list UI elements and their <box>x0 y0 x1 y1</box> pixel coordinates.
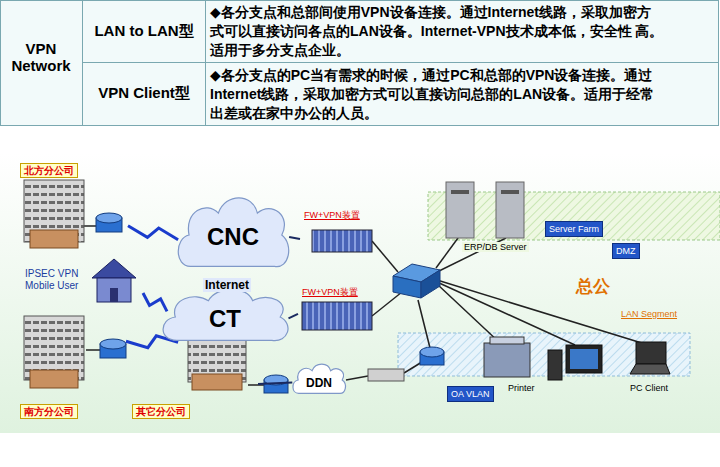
office-label: 其它分公司 <box>132 404 190 419</box>
diagram-ground <box>0 153 720 433</box>
tag-label: OA VLAN <box>447 386 494 402</box>
table-cell-text: ◆各分支点和总部间使用VPN设备连接。通过Internet线路，采取加密方 式可… <box>210 3 716 60</box>
servers <box>446 182 524 238</box>
cloud-outline <box>178 198 288 267</box>
pc-screen <box>570 349 598 369</box>
diagram-label: ERP/DB Server <box>462 242 529 252</box>
firewall-device <box>312 230 372 252</box>
pc-monitor <box>566 345 602 373</box>
wire <box>437 282 575 345</box>
lan-band <box>398 333 690 376</box>
diagram-label: 总公 <box>576 275 610 298</box>
network-cloud: CT <box>156 282 294 352</box>
laptop-screen <box>636 342 666 364</box>
cloud-label: CNC <box>207 223 259 251</box>
house-door <box>110 288 118 302</box>
segment-tag: OA VLAN <box>447 386 494 402</box>
link-line <box>289 314 299 319</box>
office-label: 北方分公司 <box>20 163 78 178</box>
wire <box>372 241 398 272</box>
wire <box>437 284 500 343</box>
server-slot <box>451 190 469 194</box>
lightning-link <box>128 226 178 240</box>
tag-label: Server Farm <box>545 221 603 237</box>
network-cloud: CNC <box>172 188 294 282</box>
switch <box>393 264 440 298</box>
cloud-outline <box>163 289 288 340</box>
office-desks <box>30 370 78 388</box>
table-cell <box>206 1 719 63</box>
wire <box>404 362 422 373</box>
pc-tower <box>548 350 562 380</box>
server-slot <box>501 190 519 194</box>
wires <box>84 226 645 385</box>
router-top <box>96 213 122 223</box>
table-cell <box>206 63 719 126</box>
laptop-base <box>630 364 670 374</box>
network-cloud: DDN <box>290 360 348 400</box>
user-label: IPSEC VPN Mobile User <box>25 268 89 292</box>
table-cell <box>1 1 83 126</box>
diagram-label: Internet <box>203 278 251 292</box>
printer <box>484 343 530 377</box>
link-line <box>258 382 292 384</box>
branch-office: 北方分公司 <box>18 163 128 258</box>
switch-side <box>421 270 440 298</box>
cloud-outline <box>293 364 346 393</box>
segment-tag: Server Farm <box>545 221 603 237</box>
table-cell-text: VPN Network <box>6 40 76 74</box>
wire <box>86 349 100 351</box>
cloud-label: CT <box>209 305 241 333</box>
branch-office: 南方分公司 <box>18 308 126 419</box>
segment-tag: DMZ <box>612 243 640 259</box>
printer-tray <box>490 337 524 344</box>
office-desks <box>30 230 78 248</box>
device-label: FW+VPN装置 <box>304 209 360 221</box>
firewall-device <box>302 302 372 330</box>
firewall-node: FW+VPN装置 <box>298 284 376 332</box>
house-roof <box>92 259 136 278</box>
server-tower <box>496 182 524 238</box>
office-desks <box>192 374 242 390</box>
cloud-label: DDN <box>306 376 332 390</box>
table-cell <box>83 1 206 63</box>
house <box>92 259 136 302</box>
table-cell-text: LAN to LAN型 <box>86 22 202 41</box>
wire <box>372 292 402 316</box>
branch-office: 其它分公司 <box>130 322 258 419</box>
wire <box>346 376 368 380</box>
office-label: 南方分公司 <box>20 404 78 419</box>
house-body <box>97 278 131 302</box>
table-cell-text: VPN Client型 <box>86 84 202 103</box>
firewall-node: FW+VPN装置 <box>300 207 376 254</box>
wire <box>418 300 430 348</box>
server-tower <box>446 182 474 238</box>
diagram-label: LAN Segment <box>621 309 677 319</box>
diagram-label: Printer <box>508 383 535 393</box>
table-cell <box>83 63 206 126</box>
wire <box>437 280 645 344</box>
mobile-user-node: IPSEC VPN Mobile User <box>25 256 143 306</box>
table-cell-text: ◆各分支点的PC当有需求的时候，通过PC和总部的VPN设备连接。通过 Inter… <box>210 66 716 123</box>
diagram-label: PC Client <box>630 383 668 393</box>
router-top <box>100 339 126 349</box>
link-line <box>289 237 300 239</box>
switch-front <box>393 276 421 298</box>
router-top <box>420 347 444 357</box>
wire <box>84 225 96 227</box>
modem <box>368 369 404 381</box>
lightning-link <box>143 293 167 311</box>
device-label: FW+VPN装置 <box>302 286 358 298</box>
tag-label: DMZ <box>612 243 640 259</box>
